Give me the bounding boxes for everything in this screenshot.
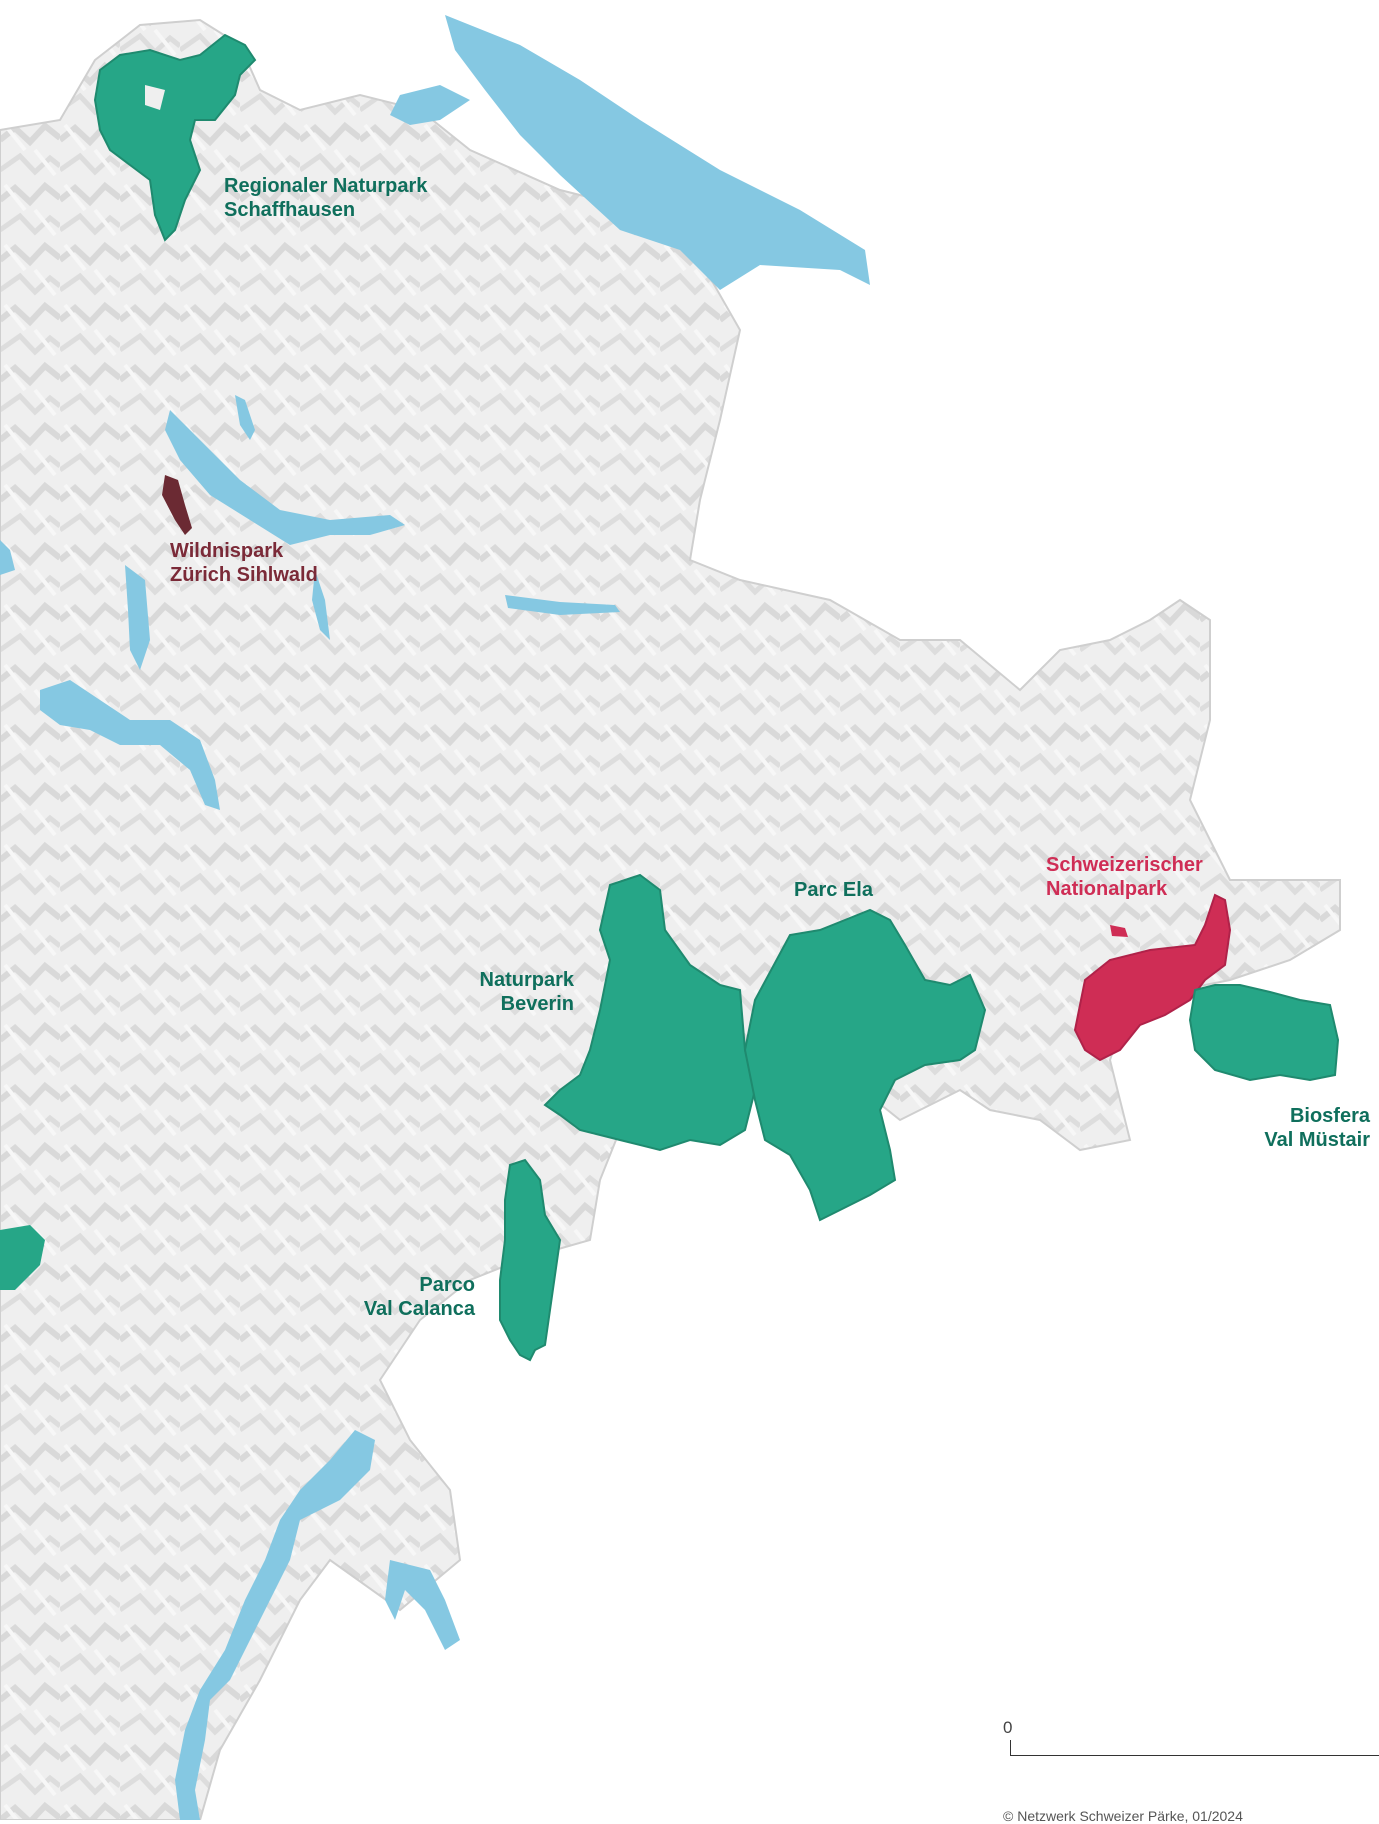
park-ela [743,908,987,1222]
label-schaffhausen-line1: Regionaler Naturpark [224,175,428,197]
scale-zero-label: 0 [1003,1718,1013,1737]
label-val-mustair-line1: Biosfera [1289,1105,1370,1127]
label-beverin: Naturpark Beverin [440,968,574,1016]
lake-zug [125,565,150,670]
lake-lucerne [40,680,220,810]
label-val-mustair-line2: Val Müstair [1264,1129,1370,1151]
lake-maggiore [175,1430,375,1820]
park-beverin [543,873,757,1152]
label-wildnispark: Wildnispark Zürich Sihlwald [170,539,318,587]
lake-zurich [165,410,405,545]
label-schaffhausen-line2: Schaffhausen [224,199,356,221]
lake-walensee [505,595,620,615]
lake-bodensee [445,15,870,290]
park-left-edge [0,1225,45,1290]
park-nationalpark [1073,893,1232,1062]
park-val-calanca [499,1158,562,1362]
label-nationalpark-line1: Schweizerischer [1046,854,1203,876]
park-nationalpark-islet [1110,925,1128,937]
copyright: © Netzwerk Schweizer Pärke, 01/2024 [1003,1808,1243,1824]
label-wildnispark-line1: Wildnispark [170,540,284,562]
lake-lugano [385,1560,460,1650]
park-schaffhausen-hole [145,85,165,110]
park-wildnispark [162,475,192,535]
scale-bar [1010,1740,1379,1756]
label-wildnispark-line2: Zürich Sihlwald [170,564,318,586]
label-schaffhausen: Regionaler Naturpark Schaffhausen [224,174,427,222]
park-schaffhausen [93,33,257,242]
lake-sihlsee [312,570,330,640]
label-val-calanca-line2: Val Calanca [363,1298,475,1320]
label-val-mustair: Biosfera Val Müstair [1220,1104,1370,1152]
label-val-calanca: Parco Val Calanca [340,1273,475,1321]
label-nationalpark: Schweizerischer Nationalpark [1046,853,1203,901]
label-beverin-line2: Beverin [500,993,574,1015]
switzerland-land [0,18,1341,1820]
lake-untersee [390,85,470,125]
lake-greifensee [235,395,255,440]
label-val-calanca-line1: Parco [419,1274,475,1296]
label-parc-ela-text: Parc Ela [794,879,873,901]
label-parc-ela: Parc Ela [794,878,873,902]
park-val-mustair [1188,984,1340,1082]
label-beverin-line1: Naturpark [479,969,574,991]
label-nationalpark-line2: Nationalpark [1046,878,1168,900]
lake-left-edge [0,540,15,575]
